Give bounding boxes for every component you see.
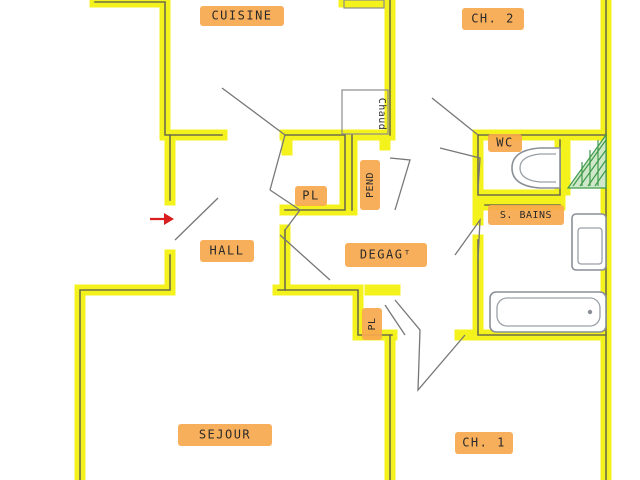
svg-text:PL: PL: [367, 317, 378, 330]
label-pl-degag: PL: [362, 308, 382, 340]
svg-text:DEGAGᵀ: DEGAGᵀ: [360, 248, 412, 262]
svg-text:CUISINE: CUISINE: [211, 9, 272, 23]
room-labels: CUISINE CH. 2 Chaud WC S. BAINS PL PEND …: [178, 6, 564, 454]
label-cuisine: CUISINE: [200, 6, 284, 26]
door-swings: [174, 87, 481, 392]
bathtub-icon: [489, 291, 607, 333]
tile-hatch: [566, 133, 607, 189]
label-ch1: CH. 1: [455, 432, 513, 454]
label-hall: HALL: [200, 240, 254, 262]
svg-text:S. BAINS: S. BAINS: [500, 210, 552, 221]
toilet-icon: [511, 147, 561, 189]
label-chaudiere: Chaud: [376, 98, 387, 131]
label-sejour: SEJOUR: [178, 424, 272, 446]
svg-text:PEND: PEND: [365, 172, 376, 198]
label-wc: WC: [488, 134, 522, 152]
washbasin-icon: [571, 213, 607, 271]
walls: [74, 0, 612, 480]
chaudiere-cupboard: [341, 89, 389, 135]
label-degagement: DEGAGᵀ: [345, 243, 427, 267]
svg-text:PL: PL: [302, 189, 319, 203]
svg-text:SEJOUR: SEJOUR: [199, 428, 251, 442]
kitchen-fixture: [343, 0, 385, 9]
svg-text:CH. 1: CH. 1: [462, 436, 506, 450]
label-s-bains: S. BAINS: [488, 205, 564, 225]
svg-text:HALL: HALL: [210, 244, 245, 258]
svg-text:WC: WC: [496, 136, 513, 150]
label-penderie: PEND: [360, 160, 380, 210]
svg-text:CH. 2: CH. 2: [471, 12, 515, 26]
entry-arrow-icon: [150, 213, 174, 225]
label-pl-hall: PL: [295, 186, 327, 206]
fixtures: [489, 133, 607, 333]
svg-text:Chaud: Chaud: [376, 98, 387, 131]
label-ch2: CH. 2: [462, 8, 524, 30]
